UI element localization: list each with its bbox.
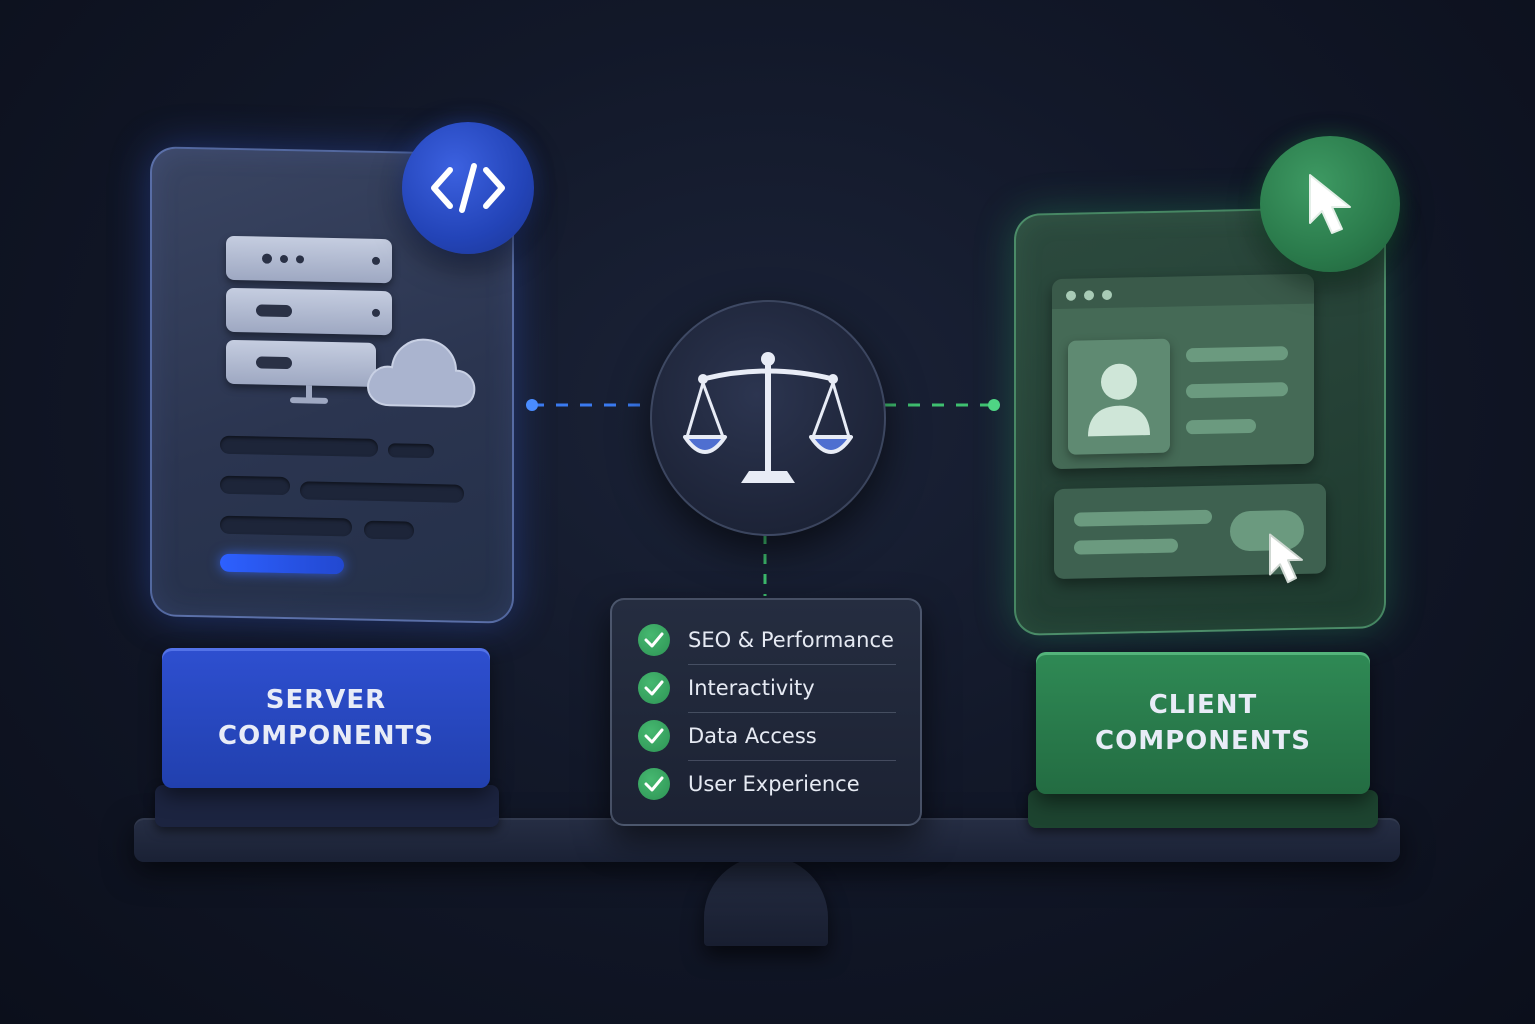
checklist-item-label: SEO & Performance [688,628,894,652]
balance-scale-badge [650,300,886,536]
checklist-item: Interactivity [638,664,896,712]
scale-fulcrum [704,856,828,946]
checklist-item: SEO & Performance [638,616,896,664]
comparison-checklist: SEO & Performance Interactivity Data Acc… [610,598,922,826]
cursor-arrow-icon [1309,174,1351,234]
checkmark-icon [638,720,670,752]
server-components-card [150,146,514,624]
checkmark-icon [638,624,670,656]
checklist-item: Data Access [638,712,896,760]
checkmark-icon [638,672,670,704]
client-label-line2: COMPONENTS [1095,726,1311,756]
server-pedestal-base [155,785,499,827]
cursor-arrow-icon [1269,533,1303,584]
code-brackets-badge [402,122,534,254]
checklist-item-label: User Experience [688,772,860,796]
server-components-pedestal: SERVER COMPONENTS [162,648,490,788]
divider [688,712,896,713]
code-brackets-icon [431,163,505,213]
client-label-line1: CLIENT [1148,690,1258,720]
form-panel [1054,483,1326,584]
checklist-item-label: Interactivity [688,676,815,700]
avatar [1068,338,1170,455]
client-components-card [1014,206,1386,636]
checkmark-icon [638,768,670,800]
checklist-item-label: Data Access [688,724,817,748]
server-label-line2: COMPONENTS [218,721,434,751]
cursor-badge [1260,136,1400,272]
cloud-icon [367,338,476,408]
client-components-pedestal: CLIENT COMPONENTS [1036,652,1370,794]
checklist-item: User Experience [638,760,896,808]
user-icon [1088,363,1150,437]
client-pedestal-base [1028,790,1378,828]
server-label-line1: SERVER [265,685,387,715]
balance-scale-icon [683,352,853,483]
divider [688,760,896,761]
browser-window [1052,273,1314,470]
divider [688,664,896,665]
